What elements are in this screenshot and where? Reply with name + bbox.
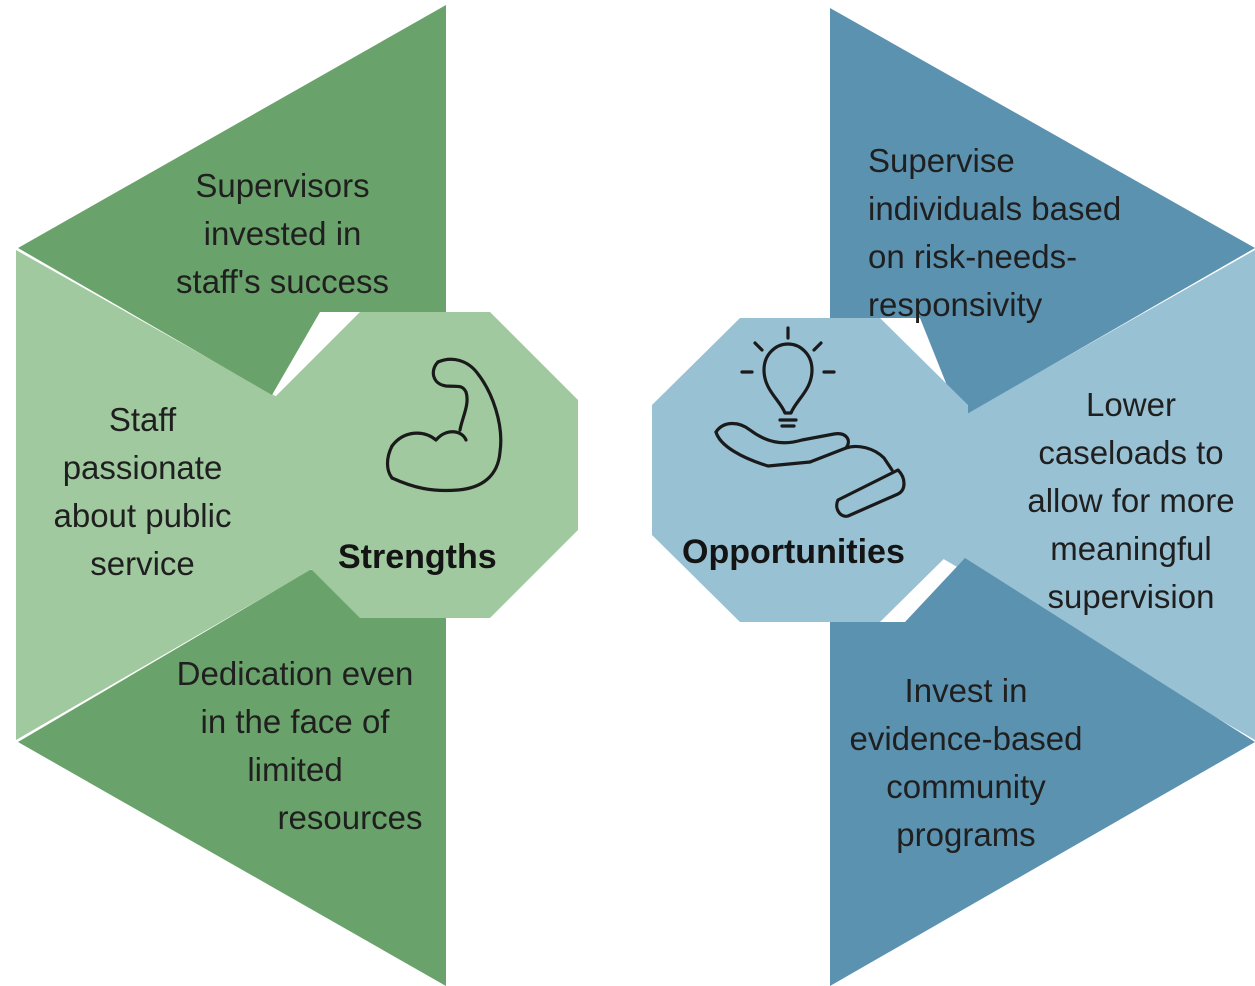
opportunities-bottom-line: programs: [896, 816, 1036, 853]
opportunities-hub: [652, 318, 968, 622]
strengths-bottom-line: in the face of: [200, 703, 390, 740]
opportunities-bottom-panel: [830, 558, 1255, 986]
opportunities-top-line: responsivity: [868, 286, 1043, 323]
opportunities-bottom-line: Invest in: [904, 672, 1028, 709]
strengths-bottom-text: Dedication even in the face of limited r…: [150, 650, 440, 842]
opportunities-middle-line: caseloads to: [1038, 434, 1224, 471]
opportunities-top-text: Supervise individuals based on risk-need…: [868, 137, 1168, 329]
strengths-middle-line: about public: [53, 497, 232, 534]
opportunities-middle-line: allow for more: [1027, 482, 1235, 519]
strengths-middle-panel: [16, 250, 446, 740]
strengths-bottom-line: resources: [277, 799, 423, 836]
strengths-top-line: Supervisors: [195, 167, 370, 204]
opportunities-bottom-line: evidence-based: [849, 720, 1083, 757]
opportunities-middle-line: Lower: [1086, 386, 1176, 423]
strengths-middle-line: passionate: [62, 449, 223, 486]
strengths-top-text: Supervisors invested in staff's success: [140, 162, 425, 306]
strengths-top-line: staff's success: [176, 263, 389, 300]
strengths-hub-label: Strengths: [338, 538, 497, 576]
strengths-top-line: invested in: [203, 215, 362, 252]
strengths-hub: [272, 312, 578, 618]
strengths-middle-line: Staff: [108, 401, 177, 438]
flexed-arm-icon: [385, 357, 503, 493]
strengths-bottom-panel: [18, 570, 446, 986]
opportunities-top-line: Supervise: [868, 142, 1015, 179]
opportunities-hub-label: Opportunities: [682, 533, 905, 571]
strengths-bottom-line: limited: [247, 751, 343, 788]
strengths-middle-text: Staff passionate about public service: [20, 396, 265, 588]
opportunities-middle-text: Lower caseloads to allow for more meanin…: [1008, 381, 1254, 621]
opportunities-middle-panel: [828, 250, 1255, 740]
strengths-top-panel: [18, 5, 446, 395]
opportunities-middle-line: supervision: [1047, 578, 1215, 615]
opportunities-top-line: on risk-needs-: [868, 238, 1078, 275]
opportunities-top-panel: [830, 8, 1255, 418]
strengths-bottom-line: Dedication even: [176, 655, 414, 692]
opportunities-bottom-line: community: [886, 768, 1046, 805]
lightbulb-hand-icon: [714, 326, 906, 518]
strengths-middle-line: service: [90, 545, 195, 582]
opportunities-top-line: individuals based: [868, 190, 1122, 227]
opportunities-bottom-text: Invest in evidence-based community progr…: [830, 667, 1102, 859]
opportunities-middle-line: meaningful: [1050, 530, 1212, 567]
